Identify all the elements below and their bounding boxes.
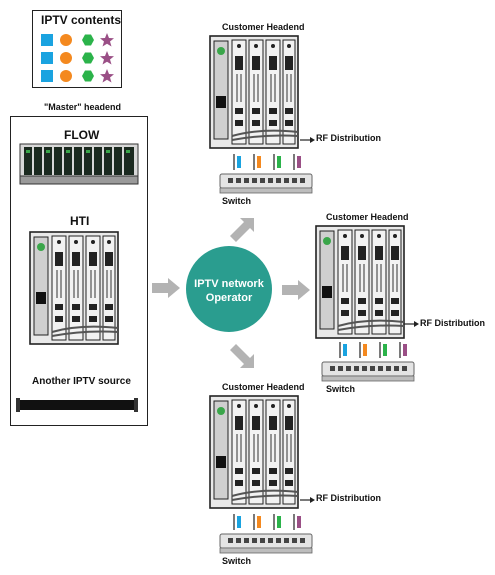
- iptv-contents-box: IPTV contents: [32, 10, 122, 88]
- rf-distribution-label-3: RF Distribution: [316, 493, 381, 503]
- rack-device: [16, 398, 138, 412]
- arrow-operator-to-right: [282, 280, 310, 300]
- arrow-operator-to-top: [230, 218, 254, 242]
- cables-2: [339, 341, 408, 359]
- customer-headend-title-2: Customer Headend: [326, 212, 409, 222]
- customer-headend-title-1: Customer Headend: [222, 22, 305, 32]
- switch-label-3: Switch: [222, 556, 252, 566]
- operator-label-line1: IPTV network: [194, 278, 264, 290]
- switch-label-1: Switch: [222, 196, 252, 206]
- switch-device-2: [321, 361, 415, 382]
- master-headend-label: "Master" headend: [44, 102, 122, 112]
- customer-chassis-2: [315, 225, 405, 339]
- switch-label-2: Switch: [326, 384, 356, 394]
- customer-chassis-3: [209, 395, 299, 509]
- cables-1: [233, 153, 302, 171]
- operator-label-line2: Operator: [205, 292, 253, 304]
- arrow-master-to-operator: [152, 278, 180, 298]
- customer-headend-title-3: Customer Headend: [222, 382, 305, 392]
- customer-chassis-1: [209, 35, 299, 149]
- content-icons: [41, 33, 114, 83]
- square-icon: [41, 34, 53, 82]
- cables-3: [233, 513, 302, 531]
- arrow-operator-to-bottom: [230, 344, 254, 368]
- iptv-contents-title: IPTV contents: [41, 13, 122, 27]
- hti-chassis: [29, 231, 119, 345]
- hexagon-icon: [82, 34, 94, 82]
- switch-device-3: [219, 533, 313, 554]
- operator-circle: [186, 246, 272, 332]
- other-source-label: Another IPTV source: [32, 376, 131, 387]
- rf-distribution-label-1: RF Distribution: [316, 133, 381, 143]
- rf-distribution-label-2: RF Distribution: [420, 318, 485, 328]
- flow-device: [19, 143, 139, 185]
- switch-device-1: [219, 173, 313, 194]
- flow-label: FLOW: [64, 128, 100, 142]
- star-icon: [100, 33, 114, 83]
- hti-label: HTI: [70, 214, 90, 228]
- circle-icon: [60, 34, 72, 82]
